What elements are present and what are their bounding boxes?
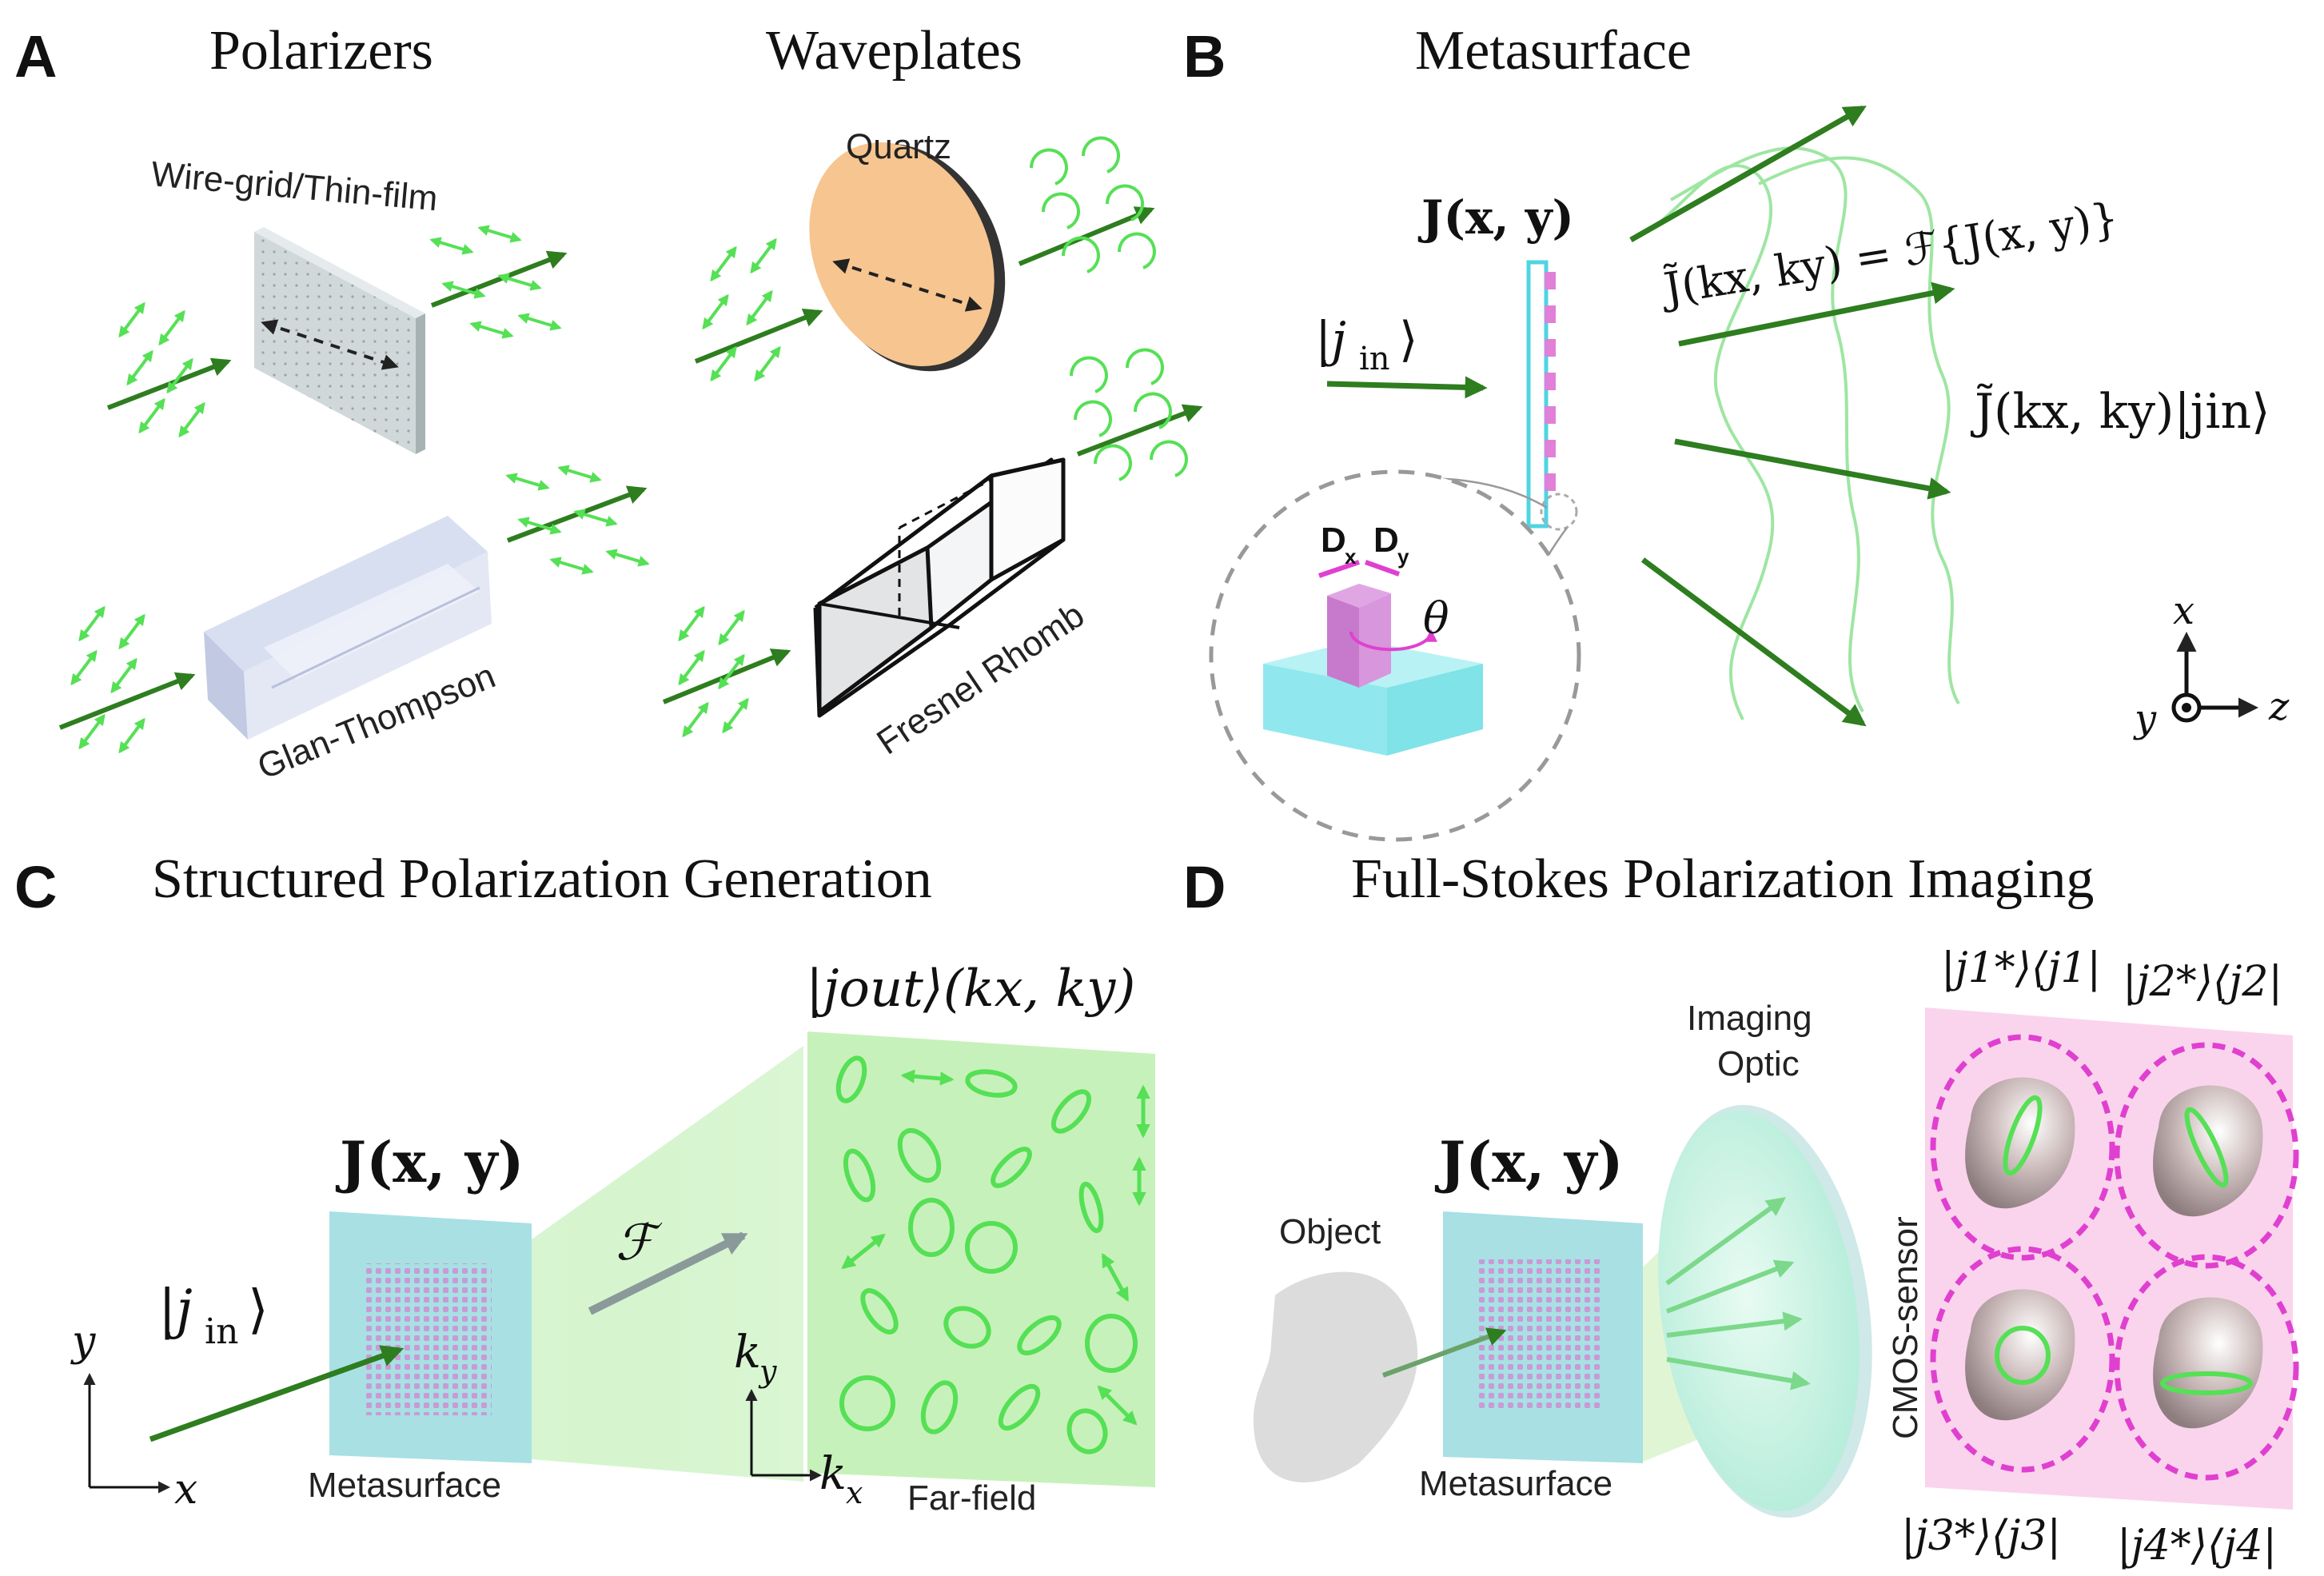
c-far-field-plane	[807, 1031, 1155, 1487]
b-axis-z: z	[2268, 684, 2290, 729]
quartz-label: Quartz	[846, 127, 951, 166]
c-metasurface-label: Metasurface	[308, 1466, 501, 1505]
b-jk-jin-label: J̃(kx, ky)|jin⟩	[1970, 383, 2270, 440]
panel-d-letter: D	[1183, 854, 1226, 920]
d-input-beam	[1381, 1327, 1507, 1378]
c-farfield-label: Far-field	[907, 1478, 1036, 1518]
svg-text:⟩: ⟩	[1399, 312, 1417, 368]
d-metasurface-plate	[1443, 1211, 1643, 1463]
metasurface-title: Metasurface	[1415, 20, 1692, 82]
c-linear-polarization-arrows	[841, 1069, 1150, 1426]
d-lens-rays	[1665, 1197, 1811, 1390]
svg-text:y: y	[1397, 545, 1409, 569]
svg-text:D: D	[1373, 521, 1399, 560]
b-theta-label: θ	[1423, 593, 1449, 644]
svg-text:y: y	[758, 1354, 777, 1389]
c-axis-y: y	[70, 1318, 96, 1366]
quartz-waveplate	[809, 142, 1006, 372]
fresnel-rhomb	[813, 457, 1066, 718]
svg-text:x: x	[1345, 545, 1357, 569]
svg-text:in: in	[205, 1311, 238, 1352]
svg-text:k: k	[819, 1448, 847, 1500]
svg-text:|j: |j	[158, 1279, 193, 1340]
glan-thompson-prism	[204, 516, 492, 740]
svg-text:|j: |j	[1315, 312, 1346, 368]
svg-text:D: D	[1321, 521, 1346, 560]
svg-text:⟩: ⟩	[248, 1279, 269, 1340]
panel-b-letter: B	[1183, 23, 1226, 90]
d-object-label: Object	[1279, 1212, 1381, 1251]
b-metasurface-slab	[1526, 260, 1578, 531]
c-jin-label: |j in ⟩	[158, 1279, 269, 1352]
c-fourier-arrow	[588, 1231, 748, 1315]
panel-a-circular-polarization-icons	[1029, 136, 1188, 481]
c-axis-kx: k x	[819, 1448, 863, 1510]
wire-grid-polarizer	[254, 227, 425, 454]
d-optic-label: Optic	[1717, 1044, 1800, 1083]
b-axis-x: x	[2173, 589, 2194, 633]
d-imaging-label: Imaging	[1687, 999, 1812, 1038]
d-metasurface-label: Metasurface	[1419, 1464, 1612, 1503]
d-sensor-cell-1	[1930, 1034, 2115, 1261]
b-axis-triad	[2171, 632, 2258, 723]
c-input-beam	[149, 1345, 405, 1442]
b-dy-label: D y	[1373, 521, 1409, 569]
d-projector-2: |j2*⟩⟨j2|	[2123, 958, 2282, 1006]
panel-a-horizontal-polarization-icons	[429, 225, 650, 575]
b-unit-cell-zoom	[1209, 469, 1581, 842]
c-metasurface-plate	[329, 1211, 532, 1463]
svg-text:k: k	[734, 1327, 761, 1379]
d-imaging-lens	[1658, 1104, 1872, 1518]
b-dx-label: D x	[1321, 521, 1357, 569]
c-xy-axes	[83, 1373, 170, 1494]
polarizers-title: Polarizers	[209, 20, 433, 82]
panel-c-letter: C	[14, 854, 57, 920]
svg-text:x: x	[846, 1475, 863, 1510]
c-jout-label: |jout⟩(kx, ky)	[806, 960, 1135, 1019]
b-output-beams	[1629, 105, 1955, 727]
b-fourier-equation: J̃(kx, ky) = ℱ{J(x, y)}	[1656, 192, 2122, 315]
c-axis-x: x	[174, 1466, 197, 1514]
panel-d-title: Full-Stokes Polarization Imaging	[1351, 848, 2094, 910]
d-projector-3: |j3*⟩⟨j3|	[1901, 1512, 2061, 1560]
panel-a-letter: A	[14, 23, 57, 90]
c-k-axes	[745, 1389, 822, 1482]
d-jxy-label: J(x, y)	[1434, 1129, 1624, 1195]
c-beam-cone	[532, 1046, 803, 1482]
c-jxy-label: J(x, y)	[335, 1129, 524, 1195]
panel-c-title: Structured Polarization Generation	[152, 848, 932, 910]
c-axis-ky: k y	[734, 1327, 777, 1389]
d-sensor-cell-3	[1930, 1246, 2115, 1473]
svg-text:in: in	[1359, 341, 1390, 377]
d-object-blob	[1253, 1271, 1418, 1482]
wire-grid-label: Wire-grid/Thin-film	[149, 154, 439, 218]
b-axis-y: y	[2133, 696, 2157, 741]
d-projector-1: |j1*⟩⟨j1|	[1941, 944, 2101, 992]
c-polarization-ellipses	[835, 1055, 1138, 1454]
panel-a-linear-polarization-icons	[70, 237, 781, 754]
b-input-beam	[1326, 376, 1488, 399]
waveplates-title: Waveplates	[766, 20, 1022, 82]
d-sensor-cell-2	[2114, 1042, 2299, 1269]
d-cmos-label: CMOS-sensor	[1886, 1216, 1925, 1439]
b-jxy-label: J(x, y)	[1417, 190, 1574, 245]
d-sensor-cell-4	[2114, 1254, 2299, 1481]
d-projector-4: |j4*⟩⟨j4|	[2117, 1522, 2277, 1570]
b-jin-label: |j in ⟩	[1315, 312, 1417, 377]
